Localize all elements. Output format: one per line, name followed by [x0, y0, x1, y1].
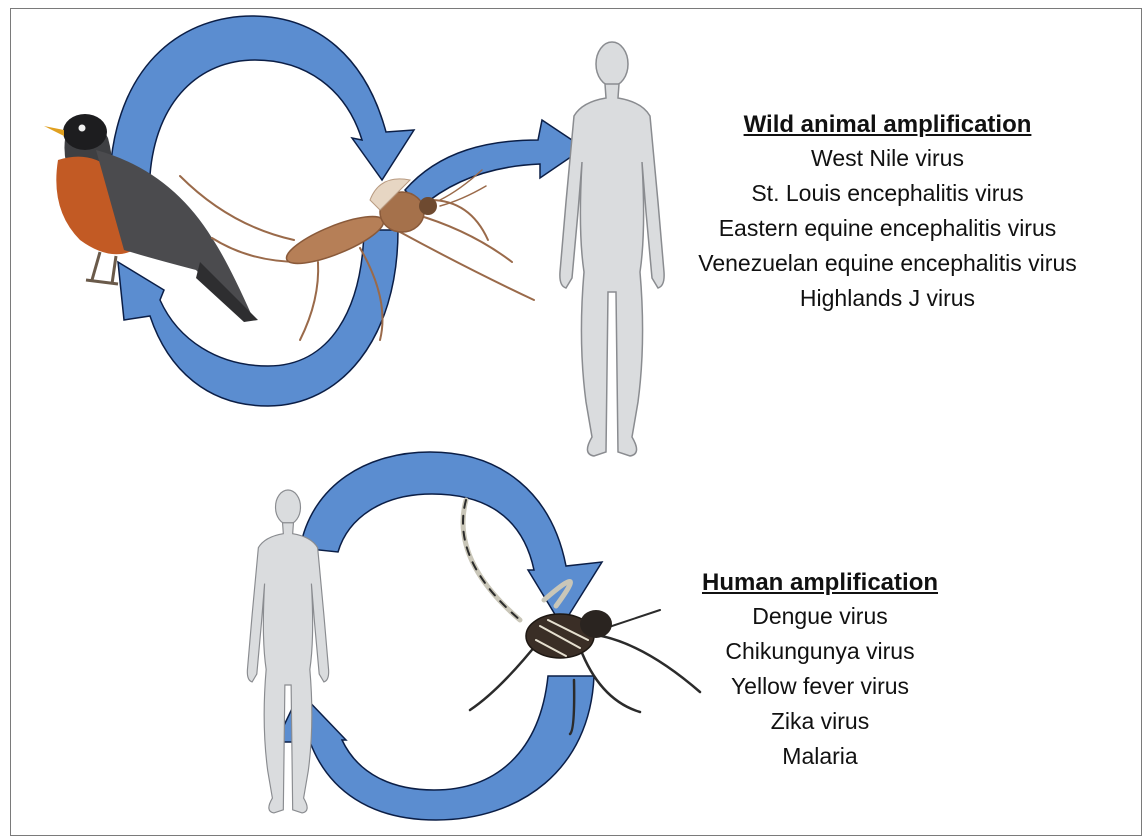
- disease-item: Dengue virus: [600, 599, 1040, 634]
- disease-item: Zika virus: [600, 704, 1040, 739]
- virus-item: West Nile virus: [630, 141, 1145, 176]
- disease-item: Malaria: [600, 739, 1040, 774]
- virus-item: Eastern equine encephalitis virus: [630, 211, 1145, 246]
- human-amplification-heading: Human amplification: [600, 566, 1040, 599]
- disease-item: Chikungunya virus: [600, 634, 1040, 669]
- wild-animal-amplification-block: Wild animal amplification West Nile viru…: [630, 108, 1145, 316]
- disease-item: Yellow fever virus: [600, 669, 1040, 704]
- arrow-human-to-mosquito: [300, 452, 602, 626]
- human-amplification-block: Human amplification Dengue virus Chikung…: [600, 566, 1040, 774]
- arrow-mosquito-to-human: [405, 120, 584, 208]
- virus-item: Venezuelan equine encephalitis virus: [630, 246, 1145, 281]
- wild-animal-heading: Wild animal amplification: [630, 108, 1145, 141]
- virus-item: Highlands J virus: [630, 281, 1145, 316]
- arrow-bird-to-mosquito: [110, 16, 414, 180]
- virus-item: St. Louis encephalitis virus: [630, 176, 1145, 211]
- arrow-mosquito-to-human-bottom: [276, 676, 594, 820]
